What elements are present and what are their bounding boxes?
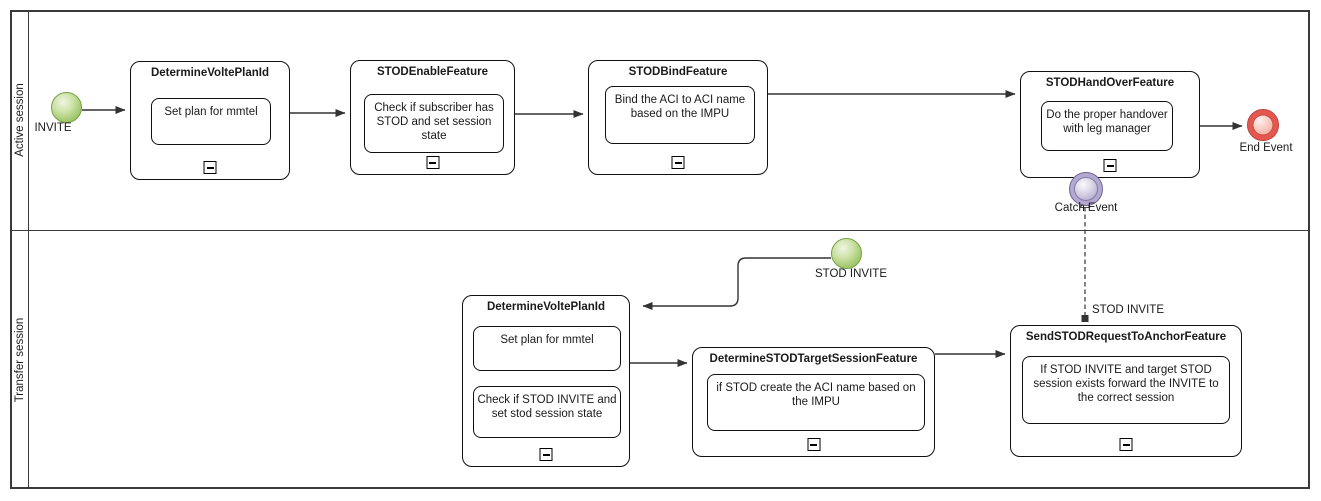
task-determine-volte-plan-id-active[interactable]: DetermineVoltePlanId Set plan for mmtel (130, 61, 290, 180)
collapse-icon[interactable] (539, 448, 553, 461)
message-flow-label: STOD INVITE (1092, 304, 1164, 316)
start-event-invite[interactable] (51, 92, 82, 123)
task-send-stod-request-to-anchor-feature[interactable]: SendSTODRequestToAnchorFeature If STOD I… (1010, 325, 1242, 457)
task-note: Check if subscriber has STOD and set ses… (364, 94, 504, 153)
task-title: STODBindFeature (628, 66, 728, 78)
collapse-icon[interactable] (671, 156, 685, 169)
task-title: STODEnableFeature (377, 66, 488, 78)
task-stod-bind-feature[interactable]: STODBindFeature Bind the ACI to ACI name… (588, 60, 768, 175)
collapse-icon[interactable] (807, 438, 820, 451)
task-title: DetermineVoltePlanId (150, 67, 269, 79)
task-determine-volte-plan-id-transfer[interactable]: DetermineVoltePlanId Set plan for mmtel … (462, 295, 630, 467)
lane-label-divider (28, 10, 29, 489)
lane-label-transfer-session: Transfer session (14, 317, 26, 403)
collapse-icon[interactable] (203, 161, 217, 174)
task-title: STODHandOverFeature (1045, 77, 1175, 89)
end-event[interactable] (1247, 109, 1279, 141)
task-note: if STOD create the ACI name based on the… (707, 374, 925, 431)
task-stod-enable-feature[interactable]: STODEnableFeature Check if subscriber ha… (350, 60, 515, 175)
lane-divider (11, 230, 1309, 231)
start-event-stod-invite[interactable] (831, 238, 862, 269)
collapse-icon[interactable] (1119, 438, 1133, 451)
catch-event[interactable] (1069, 172, 1103, 206)
catch-event-inner-ring (1074, 177, 1098, 201)
task-note: Do the proper handover with leg manager (1041, 101, 1173, 151)
task-note: Set plan for mmtel (151, 98, 271, 145)
catch-event-label: Catch Event (1054, 202, 1118, 214)
task-stod-hand-over-feature[interactable]: STODHandOverFeature Do the proper handov… (1020, 71, 1200, 178)
task-note: Check if STOD INVITE and set stod sessio… (473, 386, 621, 438)
end-event-label: End Event (1239, 142, 1293, 154)
collapse-icon[interactable] (1103, 159, 1117, 172)
task-determine-stod-target-session-feature[interactable]: DetermineSTODTargetSessionFeature if STO… (692, 347, 935, 457)
task-note: If STOD INVITE and target STOD session e… (1022, 356, 1230, 424)
task-note: Set plan for mmtel (473, 326, 621, 371)
task-title: DetermineSTODTargetSessionFeature (709, 353, 918, 365)
task-title: SendSTODRequestToAnchorFeature (1025, 331, 1227, 343)
task-title: DetermineVoltePlanId (486, 301, 605, 313)
start-event-stod-invite-label: STOD INVITE (815, 268, 887, 280)
collapse-icon[interactable] (426, 156, 439, 169)
start-event-invite-label: INVITE (34, 122, 72, 134)
lane-label-active-session: Active session (14, 83, 26, 157)
task-note: Bind the ACI to ACI name based on the IM… (605, 86, 755, 144)
